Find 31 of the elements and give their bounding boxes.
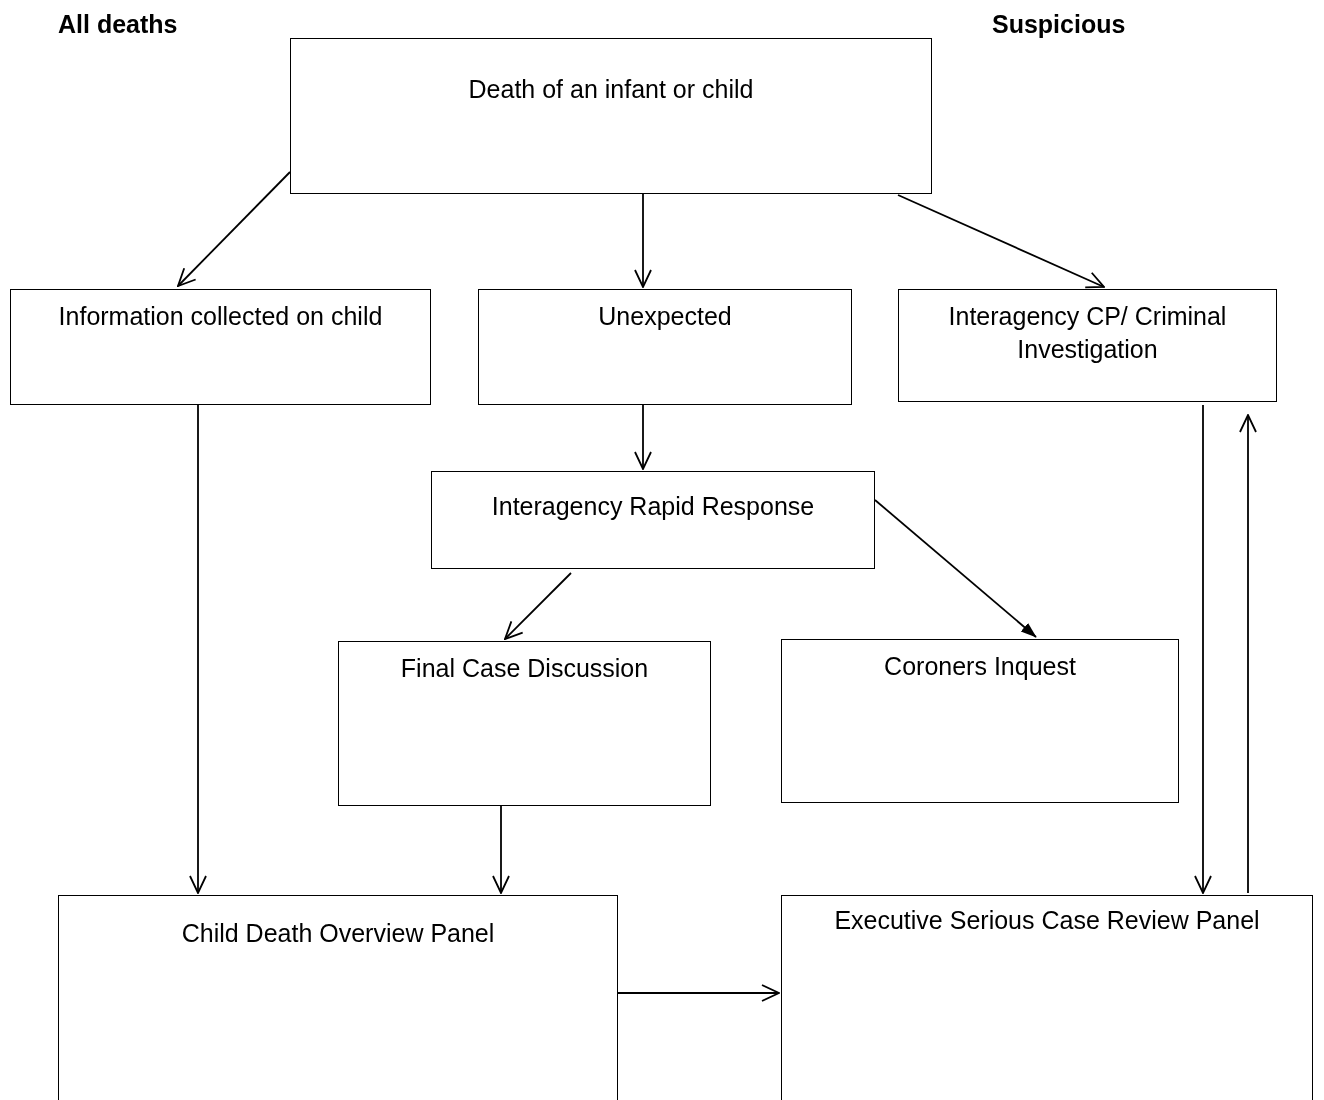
- box-label: Coroners Inquest: [883, 651, 1077, 682]
- box-label: Information collected on child: [57, 301, 384, 332]
- process-box: [10, 289, 431, 405]
- process-box: [781, 895, 1313, 1100]
- box-label: Child Death Overview Panel: [180, 918, 496, 949]
- box-label: Final Case Discussion: [399, 653, 650, 684]
- arrow: [634, 403, 652, 470]
- arrow: [189, 403, 207, 894]
- process-box: [781, 639, 1179, 803]
- process-box: [431, 471, 875, 569]
- column-heading: Suspicious: [992, 10, 1126, 39]
- arrow: [1239, 414, 1257, 894]
- process-box: [898, 289, 1277, 402]
- process-box: [338, 641, 711, 806]
- box-label: Unexpected: [597, 301, 733, 332]
- box-label: Death of an infant or child: [467, 74, 755, 105]
- process-box: [290, 38, 932, 194]
- arrow: [1194, 404, 1212, 894]
- arrow: [177, 171, 291, 287]
- process-box: [58, 895, 618, 1100]
- arrow: [897, 194, 1105, 289]
- arrow: [874, 499, 1037, 638]
- process-box: [478, 289, 852, 405]
- arrow: [504, 572, 572, 640]
- arrow: [492, 804, 510, 894]
- column-heading: All deaths: [58, 10, 178, 39]
- arrow: [634, 192, 652, 288]
- box-label: Interagency Rapid Response: [490, 491, 816, 522]
- box-label: Interagency CP/ Criminal Investigation: [947, 301, 1228, 365]
- arrow: [617, 984, 780, 1002]
- box-label: Executive Serious Case Review Panel: [833, 905, 1261, 936]
